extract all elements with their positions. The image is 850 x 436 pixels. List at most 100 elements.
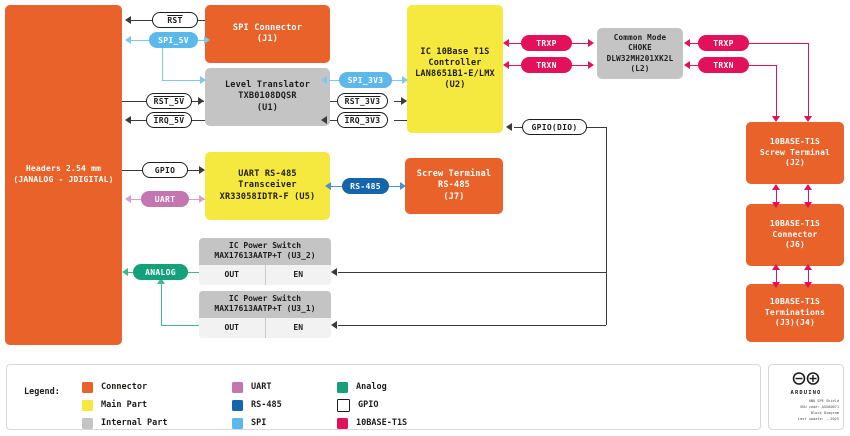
legend-item-main-part: Main Part: [82, 399, 232, 411]
t1s-conn-line-2: Connector: [772, 229, 818, 239]
wire-rst3v3-left: [327, 101, 339, 102]
signal-pill-analog[interactable]: ANALOG: [133, 264, 188, 280]
t1s-term-line-2: Terminations: [764, 307, 826, 317]
title-block-line-3: Block Diagram: [810, 410, 839, 415]
block-t1s-controller[interactable]: IC 10Base T1S Controller LAN8651B1-E/LMX…: [407, 5, 503, 133]
arrow-gpiodio-to-controller: [506, 122, 512, 131]
arrow-rst-to-headers: [125, 15, 131, 24]
spi-conn-line-2: (J1): [256, 34, 279, 44]
block-t1s-terminations[interactable]: 10BASE-T1S Terminations (J3)(J4): [746, 284, 844, 342]
block-t1s-connector[interactable]: 10BASE-T1S Connector (J6): [746, 204, 844, 266]
block-common-mode-choke[interactable]: Common Mode CHOKE DLW32MH201XK2L (L2): [597, 28, 683, 79]
arrow-analog-branch-up: [156, 278, 165, 284]
wire-gpio-left: [122, 170, 144, 171]
psw-u3-1-pins: OUT EN: [199, 317, 331, 338]
arrow-trxp-to-controller: [503, 38, 509, 47]
legend-swatch-main-part: [82, 399, 93, 411]
t1s-term-line-3: (J3)(J4): [774, 318, 816, 328]
wire-trxp-left-a: [509, 43, 522, 44]
arrow-rs485-to-transceiver: [325, 181, 331, 190]
signal-label-uart: UART: [154, 194, 176, 204]
wire-trxp-right-a: [690, 43, 699, 44]
legend-item-10base-t1s: 10BASE-T1S: [337, 417, 487, 429]
signal-pill-trxp-right[interactable]: TRXP: [698, 35, 749, 51]
signal-label-rs485: RS-485: [350, 181, 381, 191]
legend-label-connector: Connector: [101, 382, 148, 392]
signal-label-rst-5v: RST_5V: [153, 96, 185, 106]
legend-title: Legend:: [24, 387, 60, 397]
signal-pill-trxn-left[interactable]: TRXN: [521, 57, 572, 73]
psw-u3-2-header: IC Power Switch MAX17613AATP+T (U3_2): [199, 238, 331, 265]
controller-line-3: LAN8651B1-E/LMX: [415, 69, 495, 79]
legend-swatch-spi: [232, 417, 243, 429]
block-power-switch-u3-2[interactable]: IC Power Switch MAX17613AATP+T (U3_2) OU…: [199, 238, 331, 285]
block-spi-connector[interactable]: SPI Connector (J1): [205, 5, 330, 63]
arrow-gpio-to-uart: [199, 165, 205, 174]
legend-item-uart: UART: [232, 381, 337, 393]
psw-u3-2-title-1: IC Power Switch: [228, 241, 302, 250]
wire-analog-branch-horz: [161, 325, 199, 326]
wire-spi5v-right: [196, 40, 210, 41]
arduino-infinity-logo-icon: [791, 370, 821, 389]
uart-xcvr-line-1: UART RS-485: [238, 169, 297, 180]
wire-trxp-right-b: [747, 43, 809, 44]
signal-pill-gpio-dio[interactable]: GPIO(DIO): [522, 119, 587, 135]
arrow-irq5v-to-headers: [125, 115, 131, 124]
arrow-spi3v3-to-xlator: [321, 75, 327, 84]
controller-line-4: (U2): [444, 80, 466, 91]
legend-swatch-connector: [82, 381, 93, 393]
wire-rst-left: [131, 20, 154, 21]
block-t1s-screw-terminal[interactable]: 10BASE-T1S Screw Terminal (J2): [746, 122, 844, 184]
wire-gpiodio-right: [585, 127, 607, 128]
psw-u3-2-en-pin[interactable]: EN: [264, 264, 331, 285]
signal-pill-trxn-right[interactable]: TRXN: [698, 57, 749, 73]
t1s-conn-line-1: 10BASE-T1S: [769, 219, 821, 229]
signal-pill-gpio[interactable]: GPIO: [142, 162, 188, 178]
signal-pill-rst-5v[interactable]: RST_5V: [146, 93, 192, 109]
block-uart-rs485-transceiver[interactable]: UART RS-485 Transceiver XR33058IDTR-F (U…: [205, 152, 330, 220]
signal-pill-uart[interactable]: UART: [141, 191, 189, 207]
signal-label-irq-3v3: IRQ_3V3: [344, 115, 381, 125]
wire-gpiodio-to-u3-1-en: [338, 325, 606, 326]
legend-swatch-10base-t1s: [337, 417, 348, 429]
legend-item-spi: SPI: [232, 417, 337, 429]
legend-label-uart: UART: [251, 382, 272, 392]
controller-line-1: IC 10Base T1S: [420, 46, 490, 57]
psw-u3-1-out-pin[interactable]: OUT: [199, 317, 265, 338]
legend-item-connector: Connector: [82, 381, 232, 393]
wire-j6-j3-a: [776, 268, 777, 284]
signal-label-rst-3v3: RST_3V3: [344, 96, 381, 106]
wire-trxp-down: [808, 43, 809, 118]
block-headers[interactable]: Headers 2.54 mm (JANALOG - JDIGITAL): [5, 5, 122, 345]
arrow-trxn-to-controller: [503, 60, 509, 69]
signal-pill-irq-3v3[interactable]: IRQ_3V3: [337, 112, 388, 128]
wire-spi5v-left: [131, 40, 152, 41]
arrow-trxn-right-to-choke: [684, 60, 690, 69]
arrow-j3-to-j6-b: [803, 264, 812, 270]
block-screw-terminal-rs485[interactable]: Screw Terminal RS-485 (J7): [405, 158, 503, 214]
signal-pill-rst[interactable]: RST: [152, 12, 198, 28]
wire-trxp-left-b: [570, 43, 592, 44]
screw-rs485-line-3: (J7): [443, 191, 465, 202]
arrow-spi3v3-to-controller: [402, 75, 408, 84]
arrow-trxn-to-choke: [588, 60, 594, 69]
signal-pill-trxp-left[interactable]: TRXP: [521, 35, 572, 51]
block-level-translator[interactable]: Level Translator TXB0108DQSR (U1): [205, 68, 330, 126]
signal-pill-rst-3v3[interactable]: RST_3V3: [337, 93, 388, 109]
level-xlator-line-2: TXB0108DQSR: [238, 91, 297, 102]
psw-u3-1-en-pin[interactable]: EN: [264, 317, 331, 338]
arrow-trxn-into-j2: [771, 116, 780, 122]
signal-pill-spi-5v[interactable]: SPI_5V: [149, 32, 198, 48]
legend-item-internal-part: Internal Part: [82, 417, 232, 429]
legend-swatch-internal-part: [82, 417, 93, 429]
signal-pill-irq-5v[interactable]: IRQ_5V: [146, 112, 192, 128]
wire-trxn-right-a: [690, 65, 699, 66]
signal-pill-spi-3v3[interactable]: SPI_3V3: [339, 72, 392, 88]
wire-trxn-left-a: [509, 65, 522, 66]
signal-pill-rs485[interactable]: RS-485: [342, 178, 389, 194]
psw-u3-2-out-pin[interactable]: OUT: [199, 264, 265, 285]
wire-irq3v3-left: [327, 120, 339, 121]
t1s-screw-line-2: Screw Terminal: [759, 147, 831, 157]
block-power-switch-u3-1[interactable]: IC Power Switch MAX17613AATP+T (U3_1) OU…: [199, 291, 331, 338]
